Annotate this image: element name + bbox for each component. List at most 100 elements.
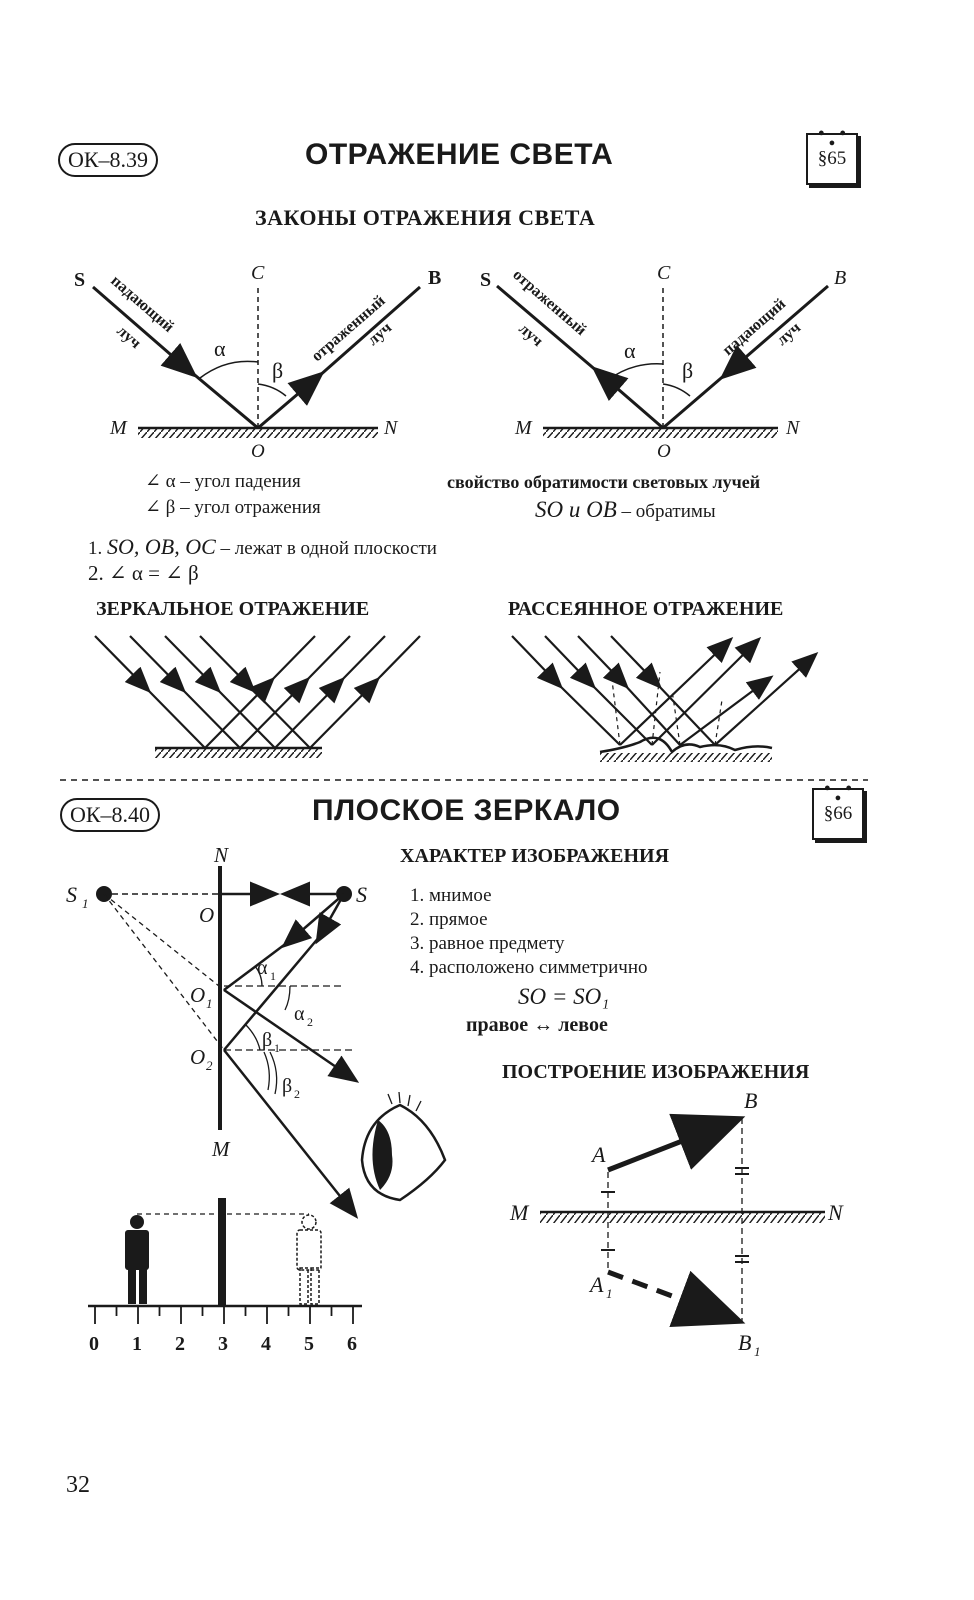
law-2: 2. ∠ α = ∠ β	[88, 561, 199, 585]
section-code-badge: ОК–8.40	[60, 798, 161, 832]
reflected-ray	[257, 371, 325, 430]
svg-text:1: 1	[606, 1286, 613, 1301]
section-title: ПЛОСКОЕ ЗЕРКАЛО	[312, 794, 621, 827]
reversible-pair: SO и OB	[535, 497, 617, 522]
scale-label: 3	[218, 1333, 228, 1355]
person-icon	[125, 1215, 149, 1304]
svg-text:B: B	[738, 1330, 751, 1355]
svg-text:2: 2	[206, 1058, 213, 1073]
svg-text:2: 2	[307, 1015, 313, 1029]
distance-equality: SO = SO₁	[518, 984, 610, 1009]
svg-text:β: β	[272, 358, 283, 383]
notebook-rings-icon: ● ● ●	[823, 782, 859, 804]
image-properties-list: 1. мнимое 2. прямое 3. равное предмету 4…	[410, 884, 648, 980]
reflection-diagrams: S C B M N O α β падающий луч отраженный …	[60, 262, 868, 781]
diffuse-reflection-diagram	[511, 635, 819, 762]
list-item: 4. расположено симметрично	[410, 957, 648, 978]
paragraph-badge: ● ● ● §65	[806, 128, 858, 185]
list-item: 1. мнимое	[410, 885, 492, 906]
svg-text:1: 1	[82, 896, 89, 911]
svg-text:B: B	[834, 267, 846, 289]
scale-label: 0	[89, 1333, 99, 1355]
svg-text:N: N	[213, 843, 229, 867]
plane-mirror-ray-diagram: N S S 1 O O 1 O 2 α 1 α 2 β 1 β 2 M	[66, 843, 367, 1219]
svg-text:1: 1	[206, 996, 213, 1011]
person-image-icon	[296, 1214, 322, 1305]
svg-text:M: M	[109, 417, 128, 439]
law-1-lines: SO, OB, OC	[107, 534, 216, 559]
svg-text:M: M	[509, 1200, 530, 1225]
image-character-title: ХАРАКТЕР ИЗОБРАЖЕНИЯ	[400, 845, 670, 867]
construction-title: ПОСТРОЕНИЕ ИЗОБРАЖЕНИЯ	[502, 1061, 810, 1083]
laws-subtitle: ЗАКОНЫ ОТРАЖЕНИЯ СВЕТА	[255, 205, 596, 230]
image-arrow	[607, 1269, 746, 1328]
specular-title: ЗЕРКАЛЬНОЕ ОТРАЖЕНИЕ	[96, 598, 370, 620]
svg-text:N: N	[827, 1200, 844, 1225]
svg-text:1: 1	[270, 969, 276, 983]
svg-text:O: O	[657, 441, 671, 462]
person-mirror-scale-diagram: 0 1 2 3 4 5 6	[88, 1198, 362, 1355]
law-1-number: 1.	[88, 538, 103, 559]
scale-label: 2	[175, 1333, 185, 1355]
object-arrow	[607, 1113, 746, 1173]
svg-text:S: S	[66, 882, 77, 907]
svg-text:S: S	[74, 269, 85, 291]
svg-text:O: O	[190, 983, 205, 1007]
notebook-rings-icon: ● ● ●	[817, 127, 853, 149]
svg-text:α: α	[214, 336, 226, 361]
svg-text:N: N	[785, 417, 801, 439]
scale-label: 5	[304, 1333, 314, 1355]
section-title: ОТРАЖЕНИЕ СВЕТА	[305, 138, 614, 171]
svg-text:C: C	[251, 262, 265, 284]
svg-text:S: S	[480, 269, 491, 291]
law-1: 1. SO, OB, OC – лежат в одной плоскости	[88, 534, 437, 560]
svg-text:1: 1	[754, 1344, 761, 1359]
list-item: 2. прямое	[410, 909, 488, 930]
list-item: 3. равное предмету	[410, 933, 565, 954]
svg-text:α: α	[257, 957, 268, 979]
svg-text:O: O	[190, 1045, 205, 1069]
alpha-definition: ∠ α – угол падения	[145, 471, 301, 492]
alpha-arc	[199, 360, 259, 379]
reversible-word: – обратимы	[621, 501, 716, 522]
svg-text:α: α	[294, 1003, 305, 1025]
image-construction-diagram: A B A 1 B 1 M N	[509, 1088, 844, 1359]
svg-text:O: O	[251, 441, 265, 462]
paragraph-number: §66	[823, 803, 853, 824]
scale-label: 4	[261, 1333, 271, 1355]
svg-text:S: S	[356, 882, 367, 907]
scale-label: 6	[347, 1333, 357, 1355]
section-code-badge: ОК–8.39	[58, 143, 159, 177]
svg-text:O: O	[199, 903, 214, 927]
svg-text:2: 2	[294, 1087, 300, 1101]
incident-ray	[92, 285, 198, 378]
svg-text:β: β	[262, 1029, 272, 1051]
svg-text:C: C	[657, 262, 671, 284]
scale-label: 1	[132, 1333, 142, 1355]
svg-text:B: B	[428, 267, 441, 289]
beta-definition: ∠ β – угол отражения	[145, 497, 321, 518]
right-left-note: правое ↔ левое	[466, 1014, 608, 1036]
svg-text:N: N	[383, 417, 399, 439]
diffuse-title: РАССЕЯННОЕ ОТРАЖЕНИЕ	[508, 598, 784, 620]
specular-reflection-diagram	[94, 635, 421, 758]
reversible-pair-line: SO и OB – обратимы	[535, 497, 716, 523]
svg-text:α: α	[624, 338, 636, 363]
svg-text:1: 1	[274, 1041, 280, 1055]
eye-icon	[360, 1091, 447, 1202]
svg-text:A: A	[588, 1272, 604, 1297]
svg-text:β: β	[282, 1075, 292, 1097]
svg-text:β: β	[682, 358, 693, 383]
reversibility-property: свойство обратимости световых лучей	[447, 472, 761, 492]
svg-text:M: M	[211, 1137, 231, 1161]
mirror-bar	[218, 1198, 226, 1306]
svg-text:A: A	[590, 1142, 606, 1167]
page-number: 32	[66, 1472, 90, 1498]
law-1-text: – лежат в одной плоскости	[220, 538, 437, 559]
svg-text:B: B	[744, 1088, 757, 1113]
beta-arc	[257, 383, 287, 397]
paragraph-badge: ● ● ● §66	[812, 783, 864, 840]
svg-text:M: M	[514, 417, 533, 439]
